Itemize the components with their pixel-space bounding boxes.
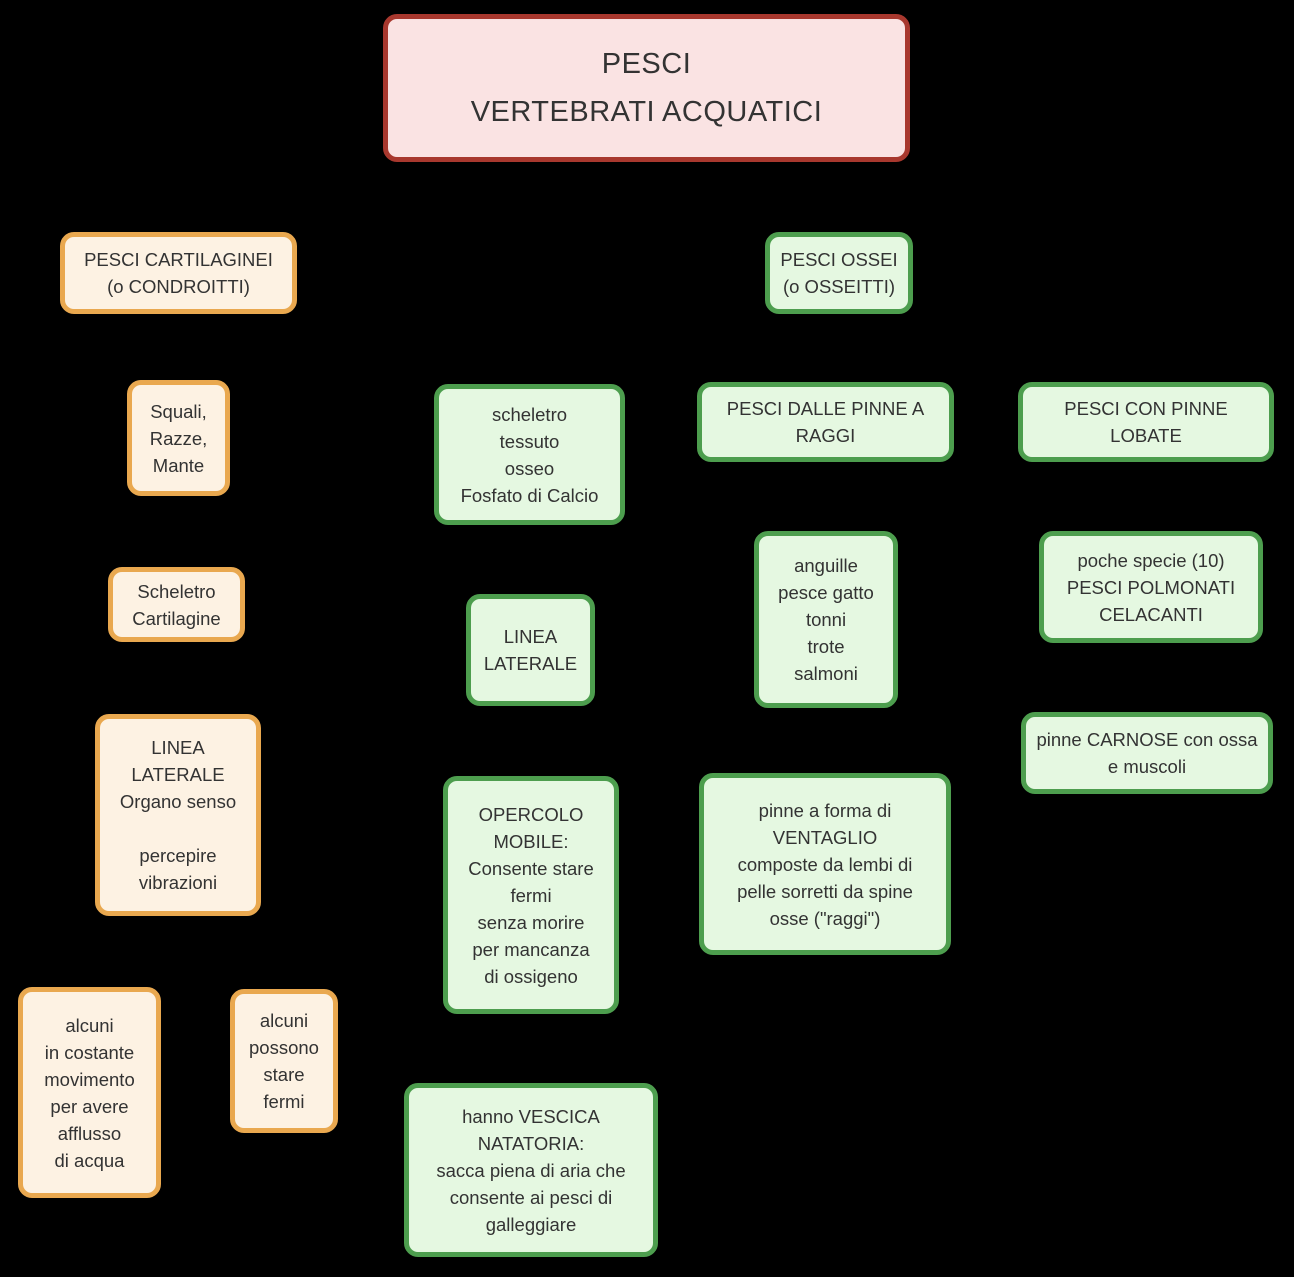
node-pinne-carnose: pinne CARNOSE con ossa e muscoli [1021, 712, 1273, 794]
node-linea-laterale-organo-senso: LINEA LATERALE Organo senso percepire vi… [95, 714, 261, 916]
node-vescica-natatoria: hanno VESCICA NATATORIA: sacca piena di … [404, 1083, 658, 1257]
node-title: PESCI VERTEBRATI ACQUATICI [383, 14, 910, 162]
node-alcuni-movimento: alcuni in costante movimento per avere a… [18, 987, 161, 1198]
node-pesci-pinne-raggi: PESCI DALLE PINNE A RAGGI [697, 382, 954, 462]
node-specie-anguille: anguille pesce gatto tonni trote salmoni [754, 531, 898, 708]
node-scheletro-cartilagine: Scheletro Cartilagine [108, 567, 245, 642]
node-linea-laterale: LINEA LATERALE [466, 594, 595, 706]
node-alcuni-fermi: alcuni possono stare fermi [230, 989, 338, 1133]
node-squali-razze-mante: Squali, Razze, Mante [127, 380, 230, 496]
node-poche-specie: poche specie (10) PESCI POLMONATI CELACA… [1039, 531, 1263, 643]
node-pesci-cartilaginei: PESCI CARTILAGINEI (o CONDROITTI) [60, 232, 297, 314]
node-pesci-ossei: PESCI OSSEI (o OSSEITTI) [765, 232, 913, 314]
node-pesci-pinne-lobate: PESCI CON PINNE LOBATE [1018, 382, 1274, 462]
node-pinne-ventaglio: pinne a forma di VENTAGLIO composte da l… [699, 773, 951, 955]
node-opercolo-mobile: OPERCOLO MOBILE: Consente stare fermi se… [443, 776, 619, 1014]
node-scheletro-osseo: scheletro tessuto osseo Fosfato di Calci… [434, 384, 625, 525]
